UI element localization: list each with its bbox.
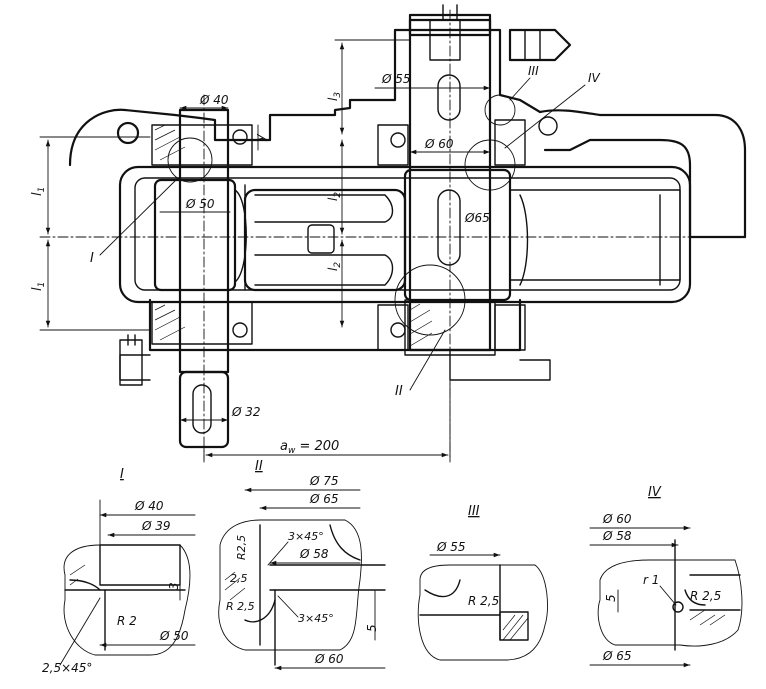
detail-II-c2: 3×45° (298, 612, 334, 625)
callout-IV: IV (588, 71, 601, 85)
dim-d60: Ø 60 (424, 137, 454, 151)
callout-I: I (90, 251, 94, 266)
detail-I: I Ø 40 Ø 39 Ø 50 3 R 2 2,5×45° (42, 467, 196, 675)
detail-I-r2: R 2 (117, 614, 137, 628)
detail-I-3: 3 (167, 582, 181, 590)
detail-I-d40: Ø 40 (134, 499, 164, 513)
detail-IV-d58: Ø 58 (602, 529, 632, 543)
detail-II-d58: Ø 58 (299, 547, 329, 561)
callout-III: III (528, 64, 539, 78)
detail-I-d50: Ø 50 (159, 629, 189, 643)
detail-IV-d65: Ø 65 (602, 649, 632, 663)
dim-d40: Ø 40 (199, 93, 229, 107)
detail-III-title: III (468, 504, 480, 519)
dim-l2-lower: l2 (326, 262, 343, 271)
dim-d32: Ø 32 (231, 405, 261, 419)
dim-l3: l3 (326, 92, 343, 101)
detail-IV-title: IV (648, 485, 662, 500)
dim-l2-upper: l2 (326, 192, 343, 201)
detail-II-title: II (255, 459, 263, 474)
detail-II-c1: 3×45° (288, 530, 324, 543)
detail-III-d55: Ø 55 (436, 540, 466, 554)
main-view: I II III IV l1 l1 l3 l2 l2 y Ø 40 Ø 50 Ø… (30, 4, 747, 463)
dim-l1-lower: l1 (30, 282, 47, 291)
dim-d50: Ø 50 (185, 197, 215, 211)
detail-IV-r1: r 1 (643, 573, 659, 587)
detail-II-r25a: R2,5 (235, 535, 248, 560)
detail-III: III Ø 55 R 2,5 (417, 504, 548, 661)
detail-II-v25: 2,5 (230, 572, 248, 585)
detail-IV-d60: Ø 60 (602, 512, 632, 526)
dim-y: y (253, 133, 267, 142)
dim-d55: Ø 55 (381, 72, 411, 86)
detail-I-chamfer: 2,5×45° (42, 661, 92, 675)
detail-II-d60: Ø 60 (314, 652, 344, 666)
housing-outline (68, 28, 747, 239)
detail-II: II Ø 75 Ø 65 Ø 58 Ø 60 R2,5 R 2,5 3×45° … (218, 459, 386, 671)
callout-II: II (395, 384, 403, 399)
detail-IV-5: 5 (604, 594, 618, 602)
detail-I-title: I (120, 467, 124, 482)
detail-IV-r25: R 2,5 (690, 589, 721, 603)
detail-II-r25b: R 2,5 (226, 600, 255, 613)
detail-IV: IV Ø 60 Ø 58 Ø 65 5 r 1 R 2,5 (589, 485, 743, 668)
detail-I-d39: Ø 39 (141, 519, 171, 533)
dim-aw: aw = 200 (280, 439, 339, 456)
detail-III-r25: R 2,5 (468, 594, 499, 608)
detail-II-d75: Ø 75 (309, 474, 339, 488)
detail-II-d65: Ø 65 (309, 492, 339, 506)
dim-d65: Ø65 (464, 211, 490, 225)
dim-l1-upper: l1 (30, 187, 47, 196)
detail-II-5: 5 (365, 624, 379, 632)
